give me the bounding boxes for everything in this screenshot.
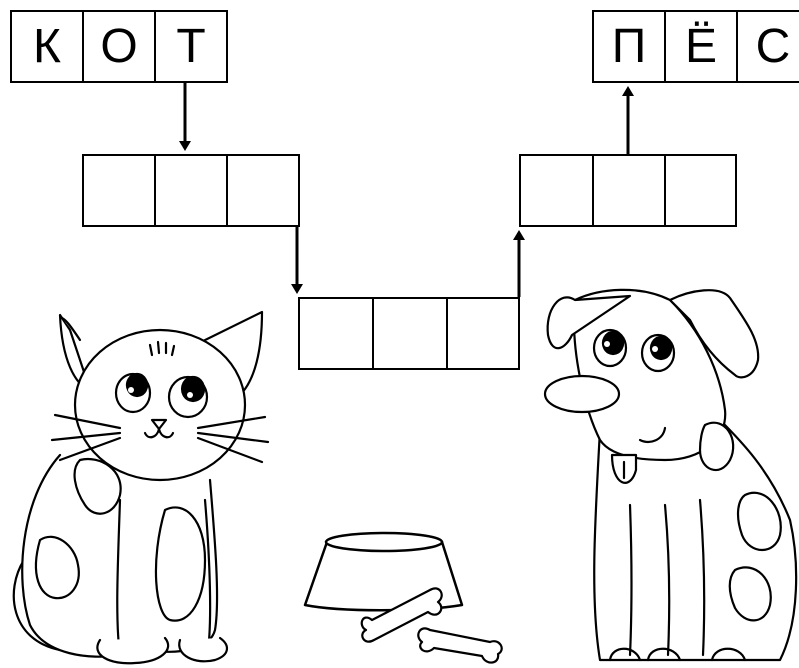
step1-letter-box[interactable] bbox=[82, 154, 156, 227]
cat-icon bbox=[12, 310, 270, 665]
step2-letter-box[interactable] bbox=[298, 297, 374, 370]
step1-letter-box[interactable] bbox=[154, 154, 228, 227]
dog-icon bbox=[543, 288, 798, 662]
start-letter-3: Т bbox=[154, 10, 228, 83]
bowl-icon bbox=[303, 531, 464, 612]
step1-letter-box[interactable] bbox=[226, 154, 300, 227]
end-letter-2: Ё bbox=[664, 10, 738, 83]
step3-letter-box[interactable] bbox=[519, 154, 594, 227]
bone-icon bbox=[417, 627, 503, 664]
step3-letter-box[interactable] bbox=[664, 154, 737, 227]
step2-letter-box[interactable] bbox=[446, 297, 520, 370]
start-letter-2: О bbox=[82, 10, 156, 83]
start-letter-1: К bbox=[10, 10, 84, 83]
end-letter-3: С bbox=[736, 10, 799, 83]
step3-letter-box[interactable] bbox=[592, 154, 666, 227]
bone-icon bbox=[360, 587, 443, 643]
step2-letter-box[interactable] bbox=[372, 297, 448, 370]
end-letter-1: П bbox=[592, 10, 666, 83]
